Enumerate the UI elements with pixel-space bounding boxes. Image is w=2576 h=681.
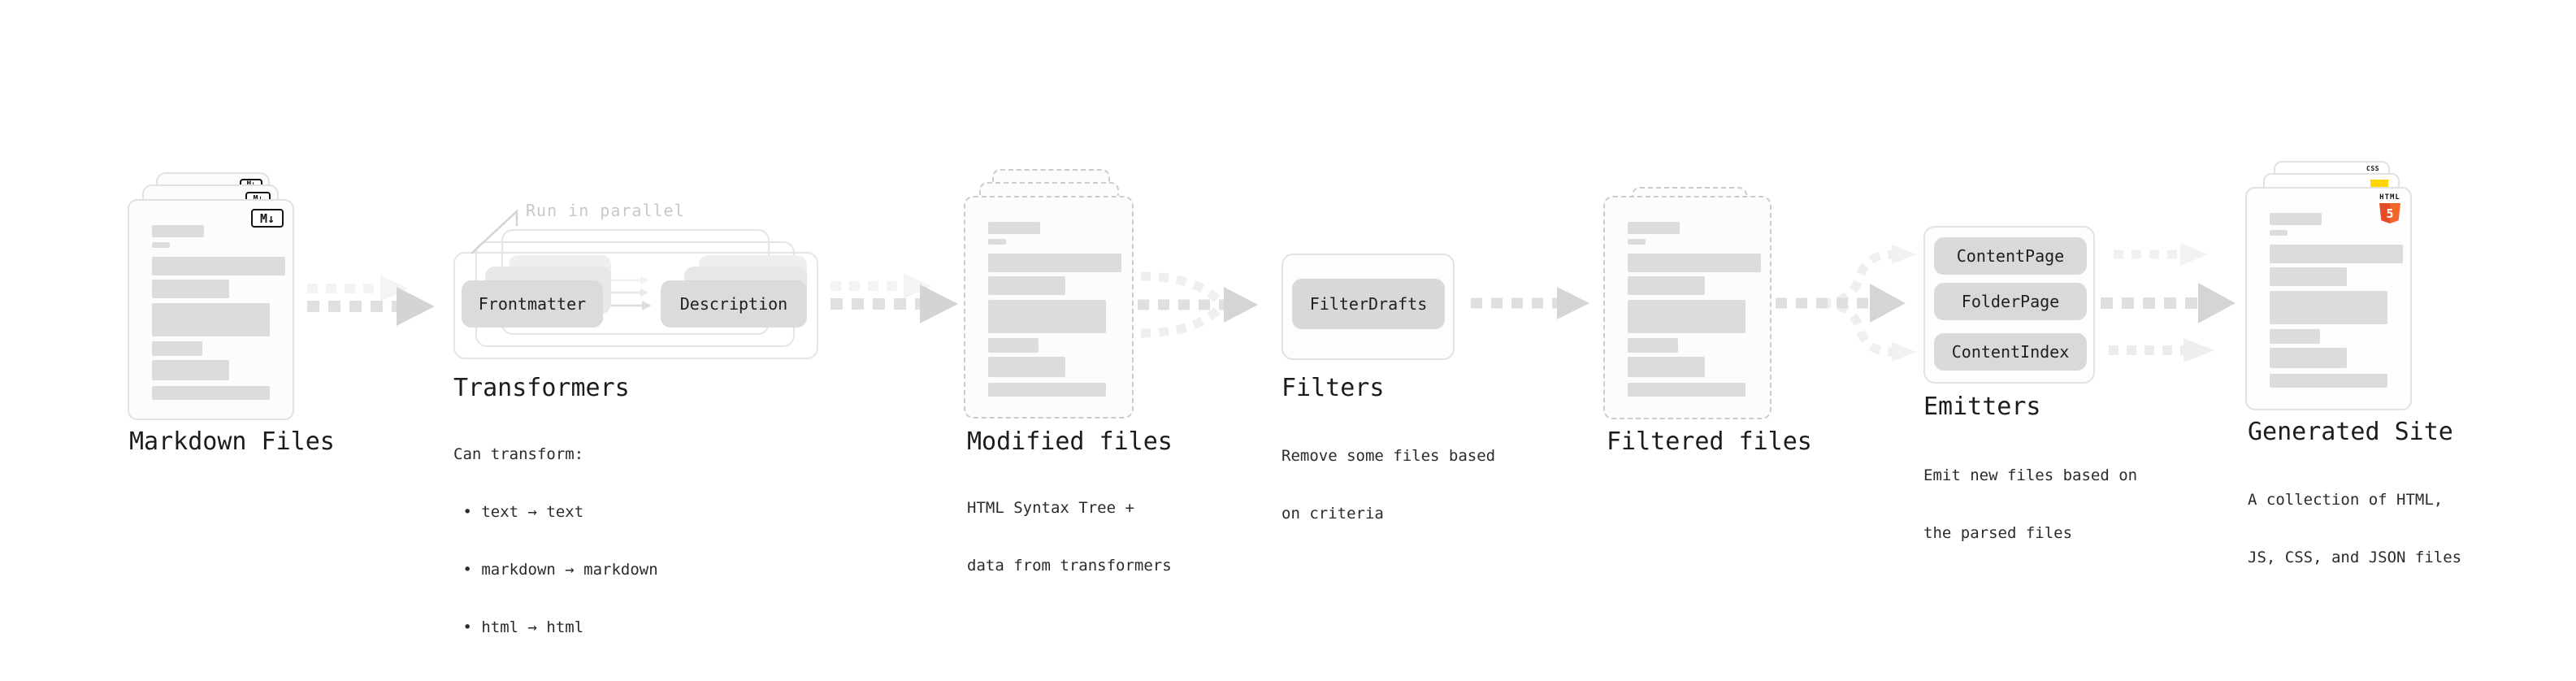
- flow-arrow-markdown-to-transformers: [307, 275, 435, 326]
- markdown-file-card: M↓: [128, 199, 294, 420]
- modified-files-label: Modified files: [967, 427, 1173, 456]
- transformers-description: Can transform: • text → text • markdown …: [453, 445, 658, 636]
- transformers-label: Transformers: [453, 374, 630, 402]
- modified-files-description: HTML Syntax Tree + data from transformer…: [967, 499, 1172, 575]
- emitter-pill-folderpage: FolderPage: [1934, 283, 2087, 320]
- transformer-pill-frontmatter: Frontmatter: [462, 280, 603, 327]
- markdown-icon: M↓: [251, 209, 284, 228]
- transformer-frame-front: [453, 252, 818, 359]
- flow-arrow-merge-to-filters: [1138, 271, 1258, 338]
- run-in-parallel-annotation: Run in parallel: [526, 201, 685, 220]
- site-file-card: HTML 5: [2245, 187, 2412, 410]
- flow-arrow-split-to-emitters: [1776, 245, 1916, 362]
- generated-site-label: Generated Site: [2248, 418, 2453, 446]
- filtered-files-label: Filtered files: [1607, 427, 1812, 456]
- transformer-pill-description: Description: [661, 280, 807, 327]
- flow-arrow-emitters-to-site: [2101, 243, 2236, 362]
- emitter-pill-contentpage: ContentPage: [1934, 237, 2087, 275]
- flow-arrow-transformers-to-modified: [830, 273, 958, 323]
- emitters-description: Emit new files based on the parsed files: [1923, 466, 2138, 542]
- filters-description: Remove some files based on criteria: [1281, 447, 1496, 523]
- generated-site-description: A collection of HTML, JS, CSS, and JSON …: [2248, 491, 2462, 566]
- emitters-label: Emitters: [1923, 393, 2041, 421]
- modified-file-card: [964, 196, 1134, 419]
- html5-icon: HTML 5: [2379, 194, 2400, 223]
- parallel-step-arrows: [611, 276, 652, 310]
- filtered-file-card: [1603, 196, 1772, 419]
- flow-arrow-filters-to-filtered: [1471, 287, 1589, 319]
- filters-label: Filters: [1281, 374, 1385, 402]
- emitter-pill-contentindex: ContentIndex: [1934, 333, 2087, 371]
- annotation-connector-line: [471, 209, 518, 254]
- markdown-files-label: Markdown Files: [129, 427, 335, 456]
- filter-pill-filterdrafts: FilterDrafts: [1292, 279, 1445, 329]
